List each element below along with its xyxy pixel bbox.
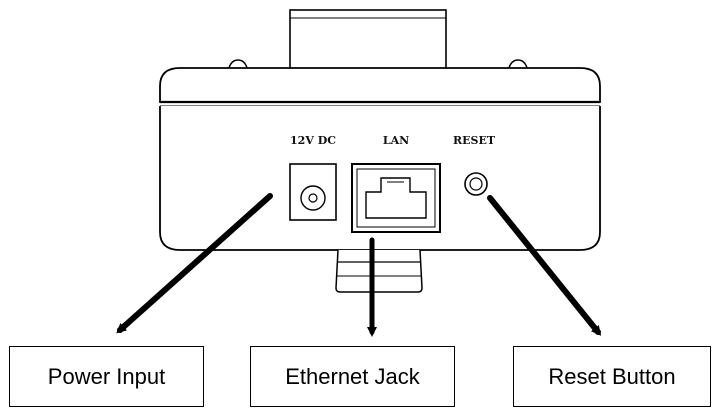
reset-arrow (487, 195, 602, 336)
power-input-callout: Power Input (9, 346, 204, 407)
device-top-cap (159, 67, 601, 103)
power-jack-icon (289, 163, 337, 221)
lan-port-label: LAN (383, 134, 409, 147)
power-arrow (116, 193, 273, 334)
reset-button-callout: Reset Button (513, 346, 711, 407)
mounting-bracket (289, 9, 447, 73)
reset-port-label: RESET (453, 134, 496, 147)
ethernet-jack-callout: Ethernet Jack (250, 346, 455, 407)
ethernet-port-icon (351, 163, 441, 233)
reset-button-icon (464, 172, 488, 196)
power-port-label: 12V DC (290, 134, 336, 147)
bottom-stand (335, 249, 423, 293)
